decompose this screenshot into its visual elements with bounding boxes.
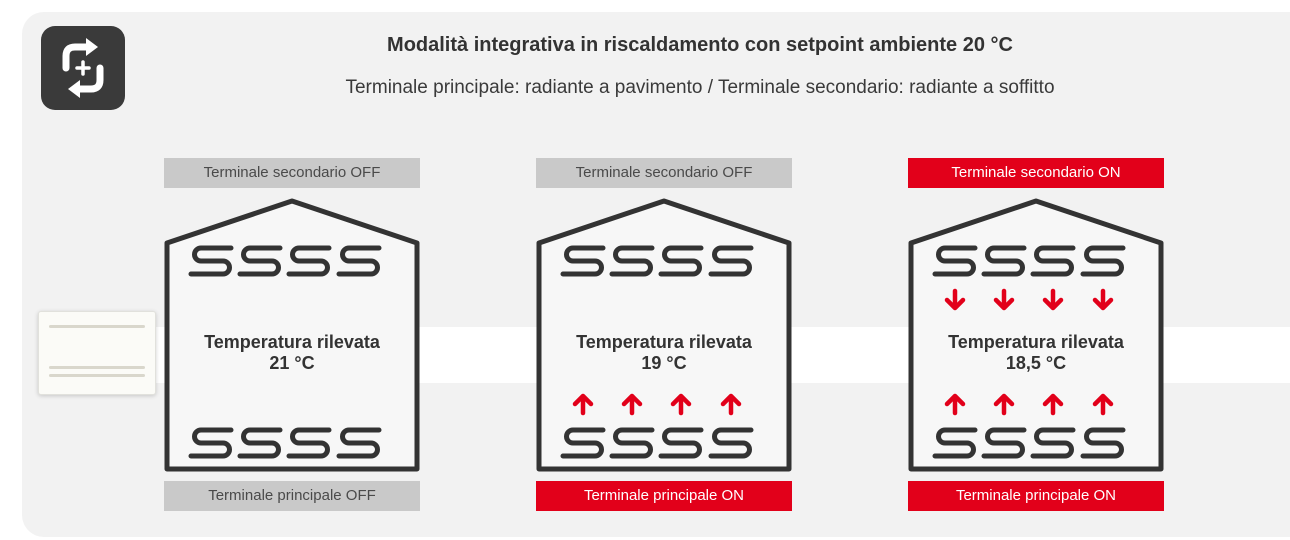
ceiling-radiant-coil [336,245,382,277]
scenario-1-house: Temperatura rilevata 21 °C [163,195,421,473]
scenario-3-secondary-label: Terminale secondario ON [908,158,1164,188]
scenario-2-secondary-label: Terminale secondario OFF [536,158,792,188]
temperature-value: 21 °C [269,353,315,373]
scenario-2-temperature: Temperatura rilevata 19 °C [535,332,793,374]
floor-radiant-coil [336,427,382,459]
heat-up-arrow-icon [993,393,1015,416]
ceiling-radiant-coil [981,245,1027,277]
scenario-1-temperature: Temperatura rilevata 21 °C [163,332,421,374]
house-outline [536,198,792,472]
ceiling-radiant-coil [188,245,234,277]
scenario-3-primary-label: Terminale principale ON [908,481,1164,511]
ceiling-radiant-coil [286,245,332,277]
heat-down-arrow-icon [1042,288,1064,311]
diagram-title: Modalità integrativa in riscaldamento co… [387,34,1013,56]
heat-up-arrow-icon [572,393,594,416]
heat-up-arrow-icon [1092,393,1114,416]
heat-up-arrow-icon [670,393,692,416]
ceiling-radiant-coil [560,245,606,277]
heat-up-arrow-icon [720,393,742,416]
house-outline [908,198,1164,472]
temperature-label: Temperatura rilevata [948,332,1124,352]
thermostat-ridge [49,366,145,369]
floor-radiant-coil [1080,427,1126,459]
temperature-value: 18,5 °C [1005,353,1067,373]
integrative-mode-icon [41,26,125,110]
temperature-label: Temperatura rilevata [204,332,380,352]
scenario-2-house: Temperatura rilevata 19 °C [535,195,793,473]
floor-radiant-coil [188,427,234,459]
scenario-1-secondary-label: Terminale secondario OFF [164,158,420,188]
floor-radiant-coil [708,427,754,459]
heat-up-arrow-icon [621,393,643,416]
room-thermostat-image [38,311,156,395]
floor-radiant-coil [1030,427,1076,459]
floor-radiant-coil [609,427,655,459]
heat-down-arrow-icon [944,288,966,311]
diagram-subtitle: Terminale principale: radiante a pavimen… [345,77,1055,98]
heat-up-arrow-icon [1042,393,1064,416]
floor-radiant-coil [286,427,332,459]
ceiling-radiant-coil [658,245,704,277]
heat-down-arrow-icon [993,288,1015,311]
ceiling-radiant-coil [708,245,754,277]
thermostat-ridge [49,325,145,328]
scenario-2-primary-label: Terminale principale ON [536,481,792,511]
temperature-label: Temperatura rilevata [576,332,752,352]
scenario-1-primary-label: Terminale principale OFF [164,481,420,511]
ceiling-radiant-coil [932,245,978,277]
ceiling-radiant-coil [237,245,283,277]
floor-radiant-coil [981,427,1027,459]
house-outline [164,198,420,472]
scenario-3-temperature: Temperatura rilevata 18,5 °C [907,332,1165,374]
floor-radiant-coil [237,427,283,459]
heat-down-arrow-icon [1092,288,1114,311]
floor-radiant-coil [658,427,704,459]
floor-radiant-coil [560,427,606,459]
heat-up-arrow-icon [944,393,966,416]
thermostat-ridge [49,374,145,377]
ceiling-radiant-coil [1080,245,1126,277]
temperature-value: 19 °C [641,353,687,373]
ceiling-radiant-coil [609,245,655,277]
scenario-3-house: Temperatura rilevata 18,5 °C [907,195,1165,473]
ceiling-radiant-coil [1030,245,1076,277]
floor-radiant-coil [932,427,978,459]
